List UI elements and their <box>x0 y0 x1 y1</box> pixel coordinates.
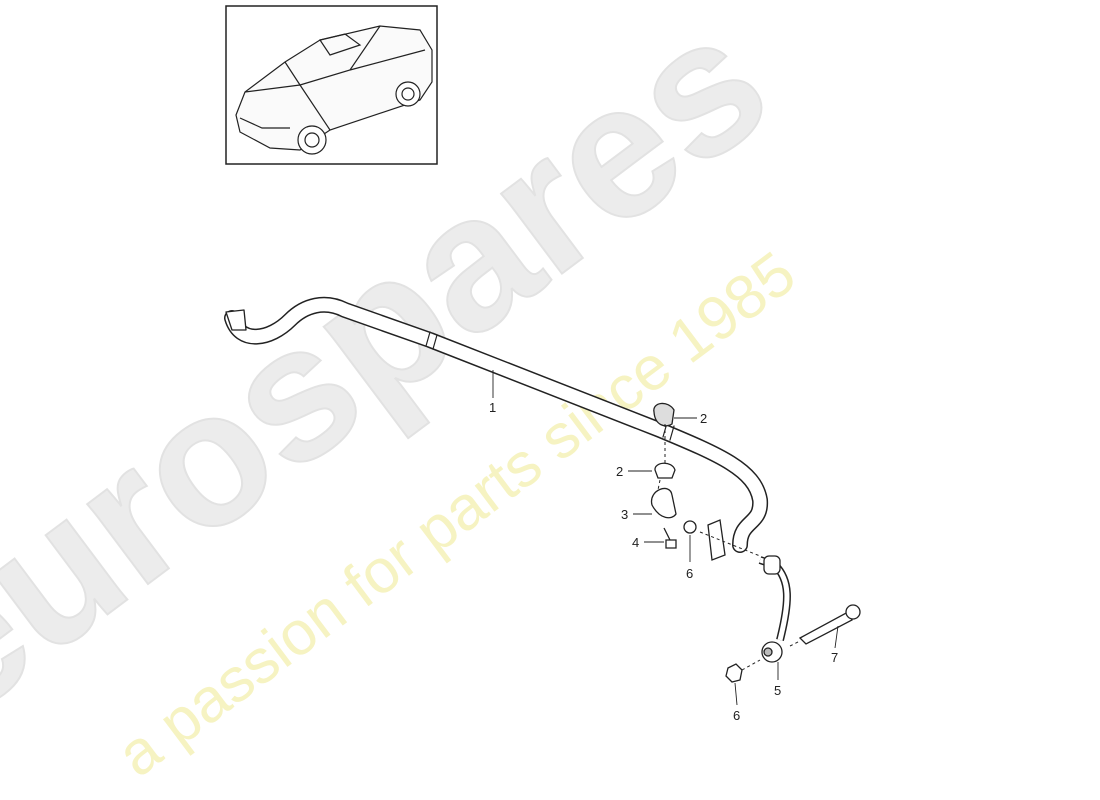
vehicle-thumbnail <box>225 5 438 165</box>
callout-7: 7 <box>831 650 838 665</box>
callout-2: 2 <box>700 411 707 426</box>
callouts: 1 2 2 3 4 6 7 5 6 <box>489 400 838 723</box>
callout-3: 3 <box>621 507 628 522</box>
bolt <box>663 527 677 549</box>
bushing-clamp <box>654 462 676 479</box>
callout-6: 6 <box>686 566 693 581</box>
nut-lower <box>725 663 743 683</box>
callout-2: 2 <box>616 464 623 479</box>
nut-upper <box>683 520 697 534</box>
callout-4: 4 <box>632 535 639 550</box>
bracket <box>650 487 677 519</box>
stabilizer-bar <box>224 296 769 553</box>
callout-6: 6 <box>733 708 740 723</box>
callout-5: 5 <box>774 683 781 698</box>
callout-1: 1 <box>489 400 496 415</box>
suv-car-illustration-icon <box>235 25 433 155</box>
bushing-upper <box>653 402 675 427</box>
long-bolt <box>798 611 853 645</box>
parts <box>650 402 861 683</box>
link-bracket <box>707 519 726 561</box>
leader-lines <box>492 370 839 706</box>
